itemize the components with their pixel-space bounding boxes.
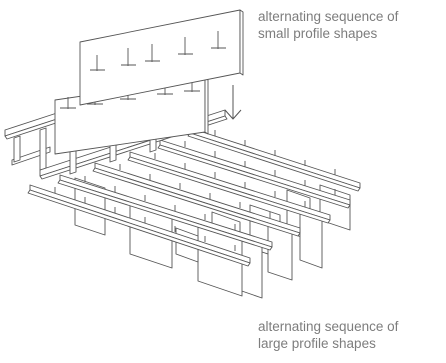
- top-label: alternating sequence of small profile sh…: [258, 8, 398, 42]
- beam: [57, 179, 273, 251]
- slotted-beams: [27, 127, 361, 267]
- top-label-line2: small profile shapes: [258, 26, 378, 41]
- rib-post: [13, 135, 21, 163]
- beam: [27, 189, 251, 267]
- top-profile-panel: [79, 9, 244, 106]
- down-arrow-icon: [224, 85, 242, 120]
- bottom-label-line1: alternating sequence of: [258, 319, 399, 334]
- beam: [127, 156, 331, 224]
- beam: [187, 132, 361, 192]
- top-label-line1: alternating sequence of: [258, 9, 399, 24]
- beam: [157, 144, 351, 209]
- bottom-label: alternating sequence of large profile sh…: [258, 318, 398, 352]
- beam-slots: [54, 130, 336, 251]
- bottom-label-line2: large profile shapes: [258, 336, 376, 351]
- rib-post: [39, 127, 47, 171]
- beam: [92, 167, 301, 237]
